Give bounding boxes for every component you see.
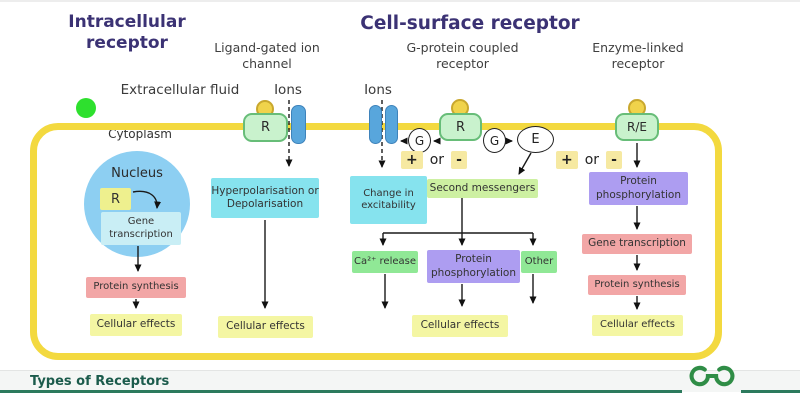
ion-channel-icon: [291, 105, 306, 144]
gene-transcription-box-intracellular: Gene transcription: [101, 212, 181, 245]
g-protein-right-icon: G: [483, 128, 506, 153]
plus-token: +: [401, 151, 423, 169]
plus-token: +: [556, 151, 578, 169]
change-in-excitability-box: Change in excitability: [350, 176, 427, 224]
ligand-gated-channel-subtitle: Ligand-gated ion channel: [214, 40, 320, 72]
enzyme-linked-subtitle: Enzyme-linked receptor: [592, 40, 684, 72]
intracellular-receptor-title: Intracellular receptor: [68, 12, 186, 54]
ligand-gated-receptor-icon: R: [243, 113, 288, 142]
protein-phosphorylation-box-gpcr: Protein phosphorylation: [427, 250, 520, 283]
cell-surface-receptor-title: Cell-surface receptor: [360, 13, 580, 34]
ca-release-box: Ca²⁺ release: [352, 251, 418, 273]
footer-line-right: [741, 390, 800, 393]
gpcr-ion-channel-left-icon: [369, 105, 382, 144]
ions-label-gpcr: Ions: [364, 82, 392, 98]
footer-line-left: [0, 390, 682, 393]
footer-caption: Types of Receptors: [30, 374, 170, 389]
gpcr-receptor-icon: R: [439, 113, 482, 141]
gpcr-ion-channel-right-icon: [385, 105, 398, 144]
geeksforgeeks-logo-icon: [689, 365, 735, 387]
cellular-effects-box-ligand: Cellular effects: [218, 316, 313, 338]
cytoplasm-label: Cytoplasm: [108, 127, 172, 141]
intracellular-receptor-r-icon: R: [100, 188, 131, 210]
enzyme-linked-receptor-icon: R/E: [615, 113, 659, 141]
effector-enzyme-icon: E: [517, 126, 554, 153]
protein-phosphorylation-box-enzyme: Protein phosphorylation: [589, 172, 688, 205]
cellular-effects-box-gpcr: Cellular effects: [412, 315, 508, 337]
nucleus-label: Nucleus: [111, 166, 163, 181]
second-messengers-box: Second messengers: [427, 179, 538, 198]
minus-token: -: [451, 151, 467, 169]
cellular-effects-box-intracellular: Cellular effects: [90, 314, 182, 336]
or-token: or: [584, 152, 600, 168]
gene-transcription-box-enzyme: Gene transcription: [582, 234, 692, 254]
ions-label-ligand: Ions: [274, 82, 302, 98]
gpcr-subtitle: G-protein coupled receptor: [406, 40, 519, 72]
extracellular-fluid-label: Extracellular fluid: [120, 82, 240, 98]
gpcr-plus-or-minus: + or -: [401, 151, 467, 169]
free-ligand-icon: [76, 98, 96, 118]
minus-token: -: [606, 151, 622, 169]
footer-band: Types of Receptors: [0, 370, 800, 392]
cellular-effects-box-enzyme: Cellular effects: [592, 315, 683, 336]
protein-synthesis-box-enzyme: Protein synthesis: [588, 275, 686, 295]
g-protein-left-icon: G: [408, 128, 431, 153]
or-token: or: [429, 152, 445, 168]
other-box: Other: [521, 251, 557, 273]
enzyme-plus-or-minus: + or -: [556, 151, 622, 169]
protein-synthesis-box-intracellular: Protein synthesis: [86, 277, 186, 298]
hyperpolarisation-box: Hyperpolarisation or Depolarisation: [211, 178, 319, 218]
